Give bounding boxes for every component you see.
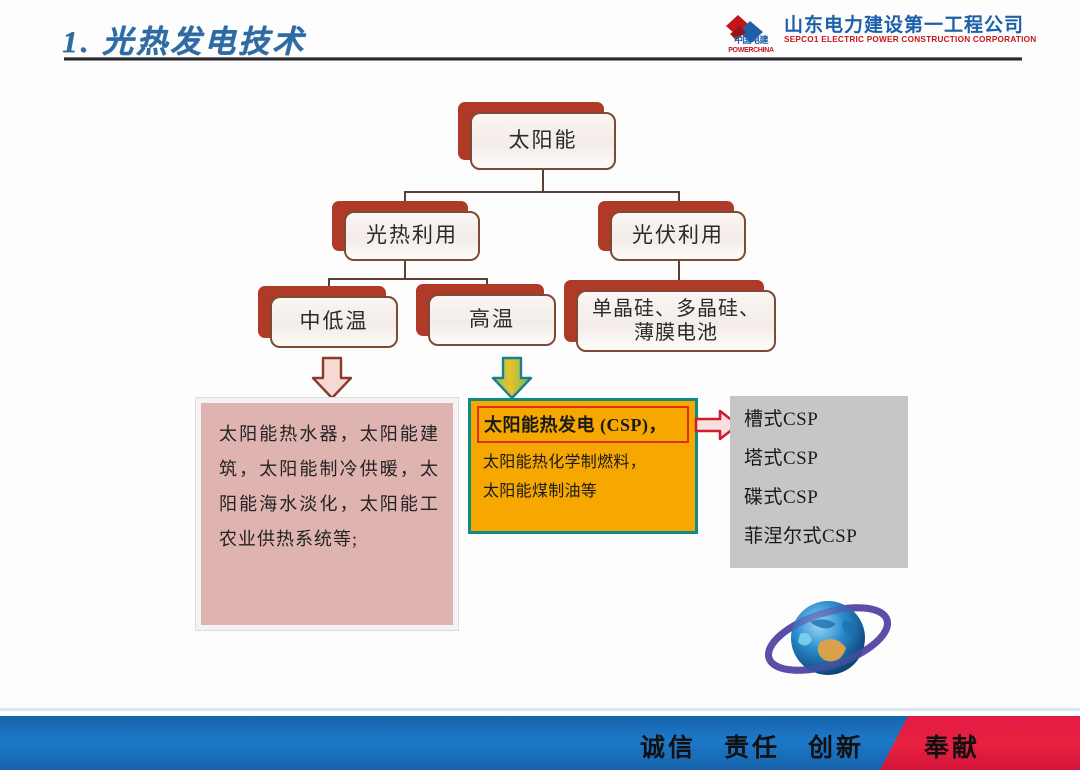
company-name-chinese: 山东电力建设第一工程公司 (784, 15, 1025, 36)
node-label-solar-energy: 太阳能 (470, 112, 616, 170)
connector-pv-stem (678, 261, 680, 293)
csp-headline-highlight: 太阳能热发电 (CSP)， (477, 406, 689, 443)
low-temp-applications-panel: 太阳能热水器，太阳能建筑，太阳能制冷供暖，太阳能海水淡化，太阳能工农业供热系统等… (195, 397, 459, 631)
connector-level3-bus-left (328, 278, 488, 280)
footer-slogan-integrity: 诚信 (640, 735, 697, 762)
diagram-node-solar-energy: 太阳能 (458, 102, 616, 170)
node-label-high-temperature: 高温 (428, 294, 556, 346)
arrow-down-icon-low-temp (311, 356, 353, 400)
page-title: 1. 光热发电技术 (62, 24, 306, 59)
node-label-photovoltaic-use: 光伏利用 (610, 211, 746, 261)
connector-thermal-stem (404, 261, 406, 279)
csp-secondary-line-2: 太阳能煤制油等 (483, 483, 598, 500)
slide-header: 1. 光热发电技术 中国电建 POWERCHINA 山东电力建设第一工程公司 S… (0, 0, 1080, 68)
node-label-silicon-cells-wrapper: 单晶硅、多晶硅、 薄膜电池 (576, 290, 776, 352)
diagram-node-medium-low-temperature: 中低温 (258, 286, 398, 348)
diagram-node-silicon-cells: 单晶硅、多晶硅、 薄膜电池 (564, 280, 776, 352)
csp-type-item: 菲涅尔式CSP (744, 526, 858, 547)
arrow-right-icon-csp-types (694, 409, 740, 441)
csp-type-item: 碟式CSP (744, 487, 819, 508)
footer-red-banner (880, 716, 1080, 770)
diagram-node-solar-thermal-use: 光热利用 (332, 201, 480, 261)
powerchina-diamond-logo-icon (726, 15, 763, 43)
logo-chinese-short-name: 中国电建 (733, 35, 769, 45)
footer-slogan-group: 诚信责任创新 (640, 728, 892, 764)
slide-footer: 诚信责任创新 奉献 (0, 708, 1080, 770)
globe-icon (764, 601, 892, 675)
footer-slogan-dedication: 奉献 (924, 735, 981, 762)
node-label-silicon-cells-line2: 薄膜电池 (634, 322, 718, 344)
node-label-silicon-cells-line1: 单晶硅、多晶硅、 (592, 297, 760, 320)
high-temp-applications-panel: 太阳能热发电 (CSP)， 太阳能热化学制燃料， 太阳能煤制油等 (468, 398, 698, 534)
connector-level2-bus (404, 191, 680, 193)
node-label-medium-low-temperature: 中低温 (270, 296, 398, 348)
header-divider-rule (64, 57, 1022, 61)
csp-type-item: 塔式CSP (744, 448, 819, 469)
node-label-solar-thermal-use: 光热利用 (344, 211, 480, 261)
footer-divider-rule (0, 708, 1080, 711)
diagram-node-high-temperature: 高温 (416, 284, 556, 346)
footer-slogan-responsibility: 责任 (724, 735, 781, 762)
csp-secondary-line-1: 太阳能热化学制燃料， (483, 454, 647, 471)
footer-blue-banner (0, 716, 916, 770)
arrow-down-icon-high-temp (491, 356, 533, 400)
company-logo-block: 中国电建 POWERCHINA 山东电力建设第一工程公司 SEPCO1 ELEC… (722, 8, 1036, 58)
low-temp-applications-text: 太阳能热水器，太阳能建筑，太阳能制冷供暖，太阳能海水淡化，太阳能工农业供热系统等… (219, 424, 439, 550)
csp-types-panel: 槽式CSP 塔式CSP 碟式CSP 菲涅尔式CSP (730, 396, 908, 568)
diagram-node-photovoltaic-use: 光伏利用 (598, 201, 746, 261)
csp-type-item: 槽式CSP (744, 409, 819, 430)
connector-root-stem (542, 170, 544, 192)
logo-english-short-name: POWERCHINA (728, 47, 774, 54)
footer-slogan-innovation: 创新 (808, 735, 865, 762)
company-name-english: SEPCO1 ELECTRIC POWER CONSTRUCTION CORPO… (784, 35, 1037, 44)
